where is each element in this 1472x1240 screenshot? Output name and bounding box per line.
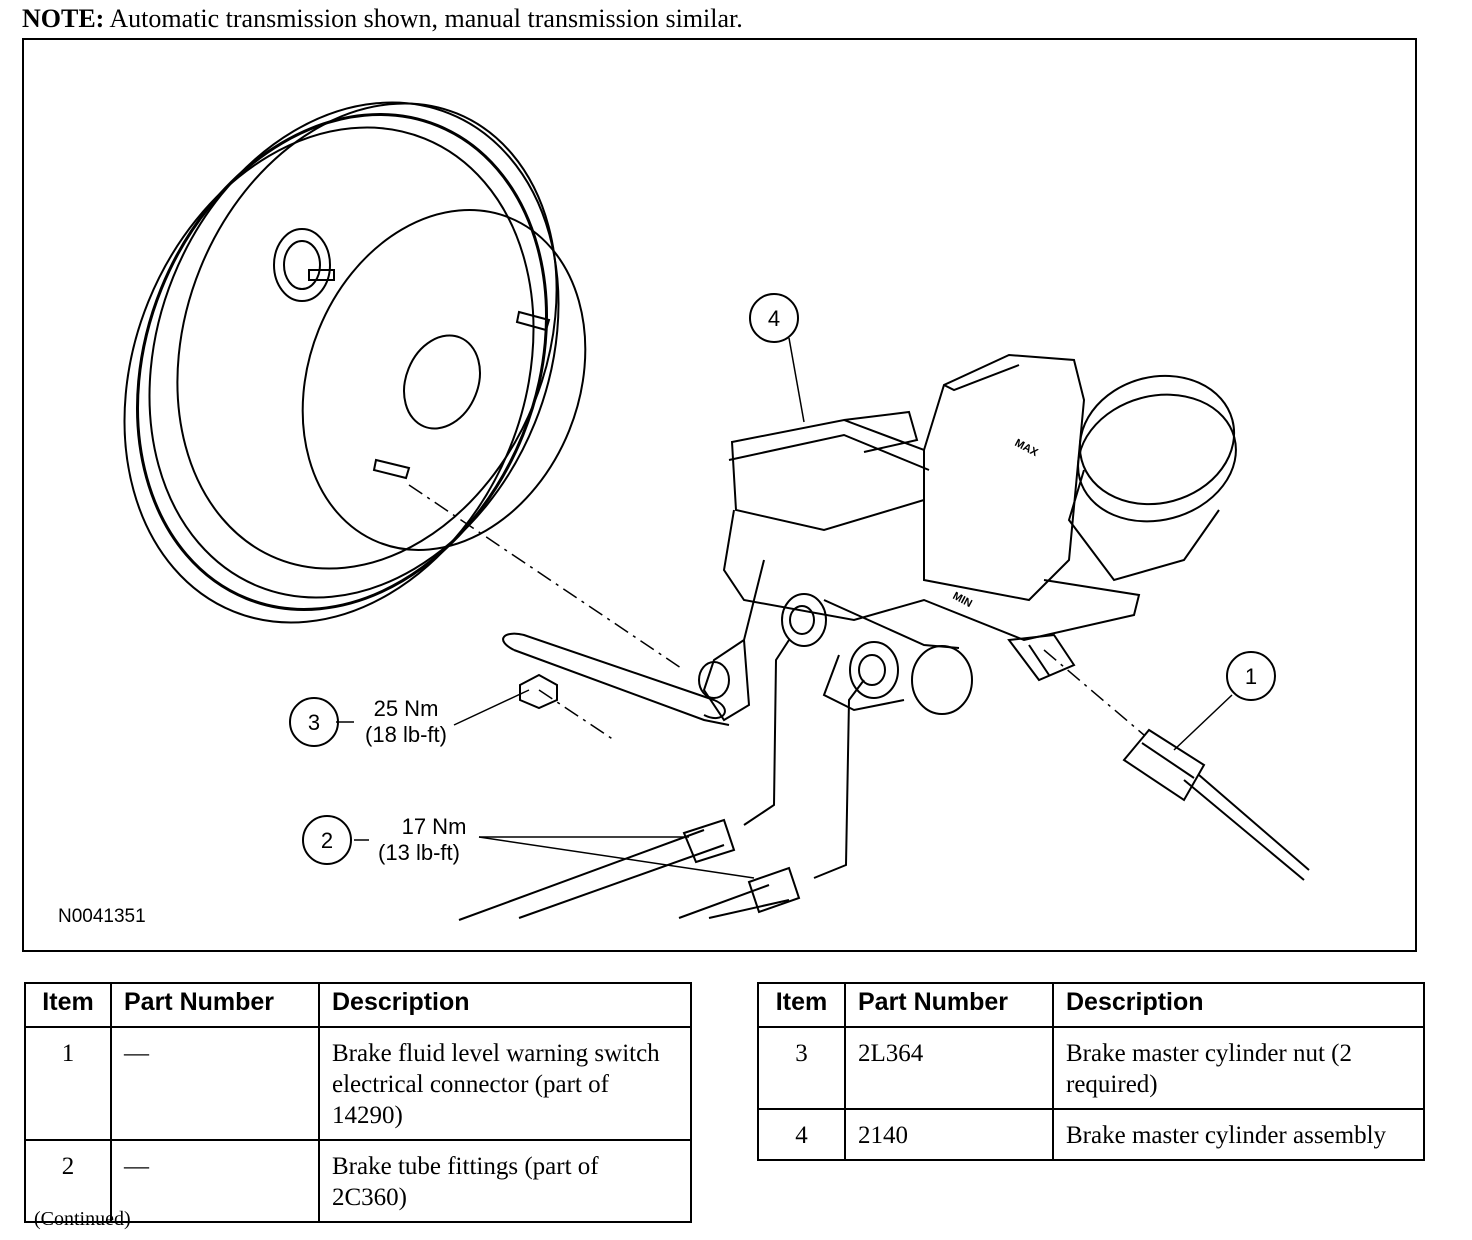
callout-1-number: 1 bbox=[1245, 664, 1257, 689]
cell-part-number: 2L364 bbox=[844, 1026, 1054, 1110]
brake-tubes-drawing bbox=[458, 639, 865, 921]
cell-description: Brake master cylinder nut (2 required) bbox=[1052, 1026, 1425, 1110]
parts-table-right: Item Part Number Description 3 2L364 Bra… bbox=[757, 982, 1425, 1161]
table-row: 3 2L364 Brake master cylinder nut (2 req… bbox=[757, 1026, 1425, 1110]
table-header-row: Item Part Number Description bbox=[757, 982, 1425, 1028]
cell-description: Brake fluid level warning switch electri… bbox=[318, 1026, 692, 1141]
continued-note: (Continued) bbox=[34, 1208, 131, 1230]
parts-table-left: Item Part Number Description 1 — Brake f… bbox=[24, 982, 692, 1223]
reservoir-min-mark: MIN bbox=[951, 590, 974, 610]
callout-2-circle bbox=[302, 815, 352, 865]
assembly-centerlines bbox=[408, 484, 1145, 741]
cell-item: 3 bbox=[757, 1026, 846, 1110]
cell-item: 2 bbox=[24, 1139, 112, 1223]
reservoir-max-mark: MAX bbox=[1013, 437, 1041, 459]
col-header-item: Item bbox=[757, 982, 846, 1028]
note-line: NOTE: Automatic transmission shown, manu… bbox=[22, 4, 743, 34]
callout-2-torque-nm: 17 Nm bbox=[402, 814, 467, 839]
cell-part-number: — bbox=[110, 1139, 320, 1223]
cell-description: Brake master cylinder assembly bbox=[1052, 1108, 1425, 1161]
callout-4-number: 4 bbox=[768, 306, 780, 331]
cell-item: 1 bbox=[24, 1026, 112, 1141]
cell-item: 4 bbox=[757, 1108, 846, 1161]
brake-master-cylinder-illustration: 4 1 3 2 25 Nm (18 lb-ft) 17 Nm (13 lb-ft… bbox=[22, 38, 1417, 952]
callout-4-circle bbox=[749, 293, 799, 343]
col-header-part-number: Part Number bbox=[844, 982, 1054, 1028]
cell-description: Brake tube fittings (part of 2C360) bbox=[318, 1139, 692, 1223]
illustration-drawing: 4 1 3 2 25 Nm (18 lb-ft) 17 Nm (13 lb-ft… bbox=[58, 101, 1310, 927]
callout-3-torque-lbft: (18 lb-ft) bbox=[365, 722, 447, 747]
callout-2-torque-lbft: (13 lb-ft) bbox=[378, 840, 460, 865]
callout-3-torque-nm: 25 Nm bbox=[374, 696, 439, 721]
table-row: 2 — Brake tube fittings (part of 2C360) bbox=[24, 1139, 692, 1223]
col-header-description: Description bbox=[318, 982, 692, 1028]
callout-3-circle bbox=[289, 697, 339, 747]
cell-part-number: 2140 bbox=[844, 1108, 1054, 1161]
callout-1-circle bbox=[1226, 651, 1276, 701]
connector-drawing bbox=[1122, 728, 1310, 881]
col-header-description: Description bbox=[1052, 982, 1425, 1028]
figure-id: N0041351 bbox=[58, 906, 146, 927]
note-text: Automatic transmission shown, manual tra… bbox=[104, 4, 743, 33]
master-cylinder-drawing bbox=[698, 353, 1237, 722]
col-header-part-number: Part Number bbox=[110, 982, 320, 1028]
table-row: 1 — Brake fluid level warning switch ele… bbox=[24, 1026, 692, 1141]
callout-2-number: 2 bbox=[321, 828, 333, 853]
callout-3-number: 3 bbox=[308, 710, 320, 735]
leader-lines bbox=[336, 337, 1233, 879]
note-label: NOTE: bbox=[22, 4, 105, 33]
cell-part-number: — bbox=[110, 1026, 320, 1141]
col-header-item: Item bbox=[24, 982, 112, 1028]
table-header-row: Item Part Number Description bbox=[24, 982, 692, 1028]
nut-drawing bbox=[502, 632, 730, 726]
table-row: 4 2140 Brake master cylinder assembly bbox=[757, 1108, 1425, 1161]
brake-booster-drawing bbox=[123, 101, 587, 624]
